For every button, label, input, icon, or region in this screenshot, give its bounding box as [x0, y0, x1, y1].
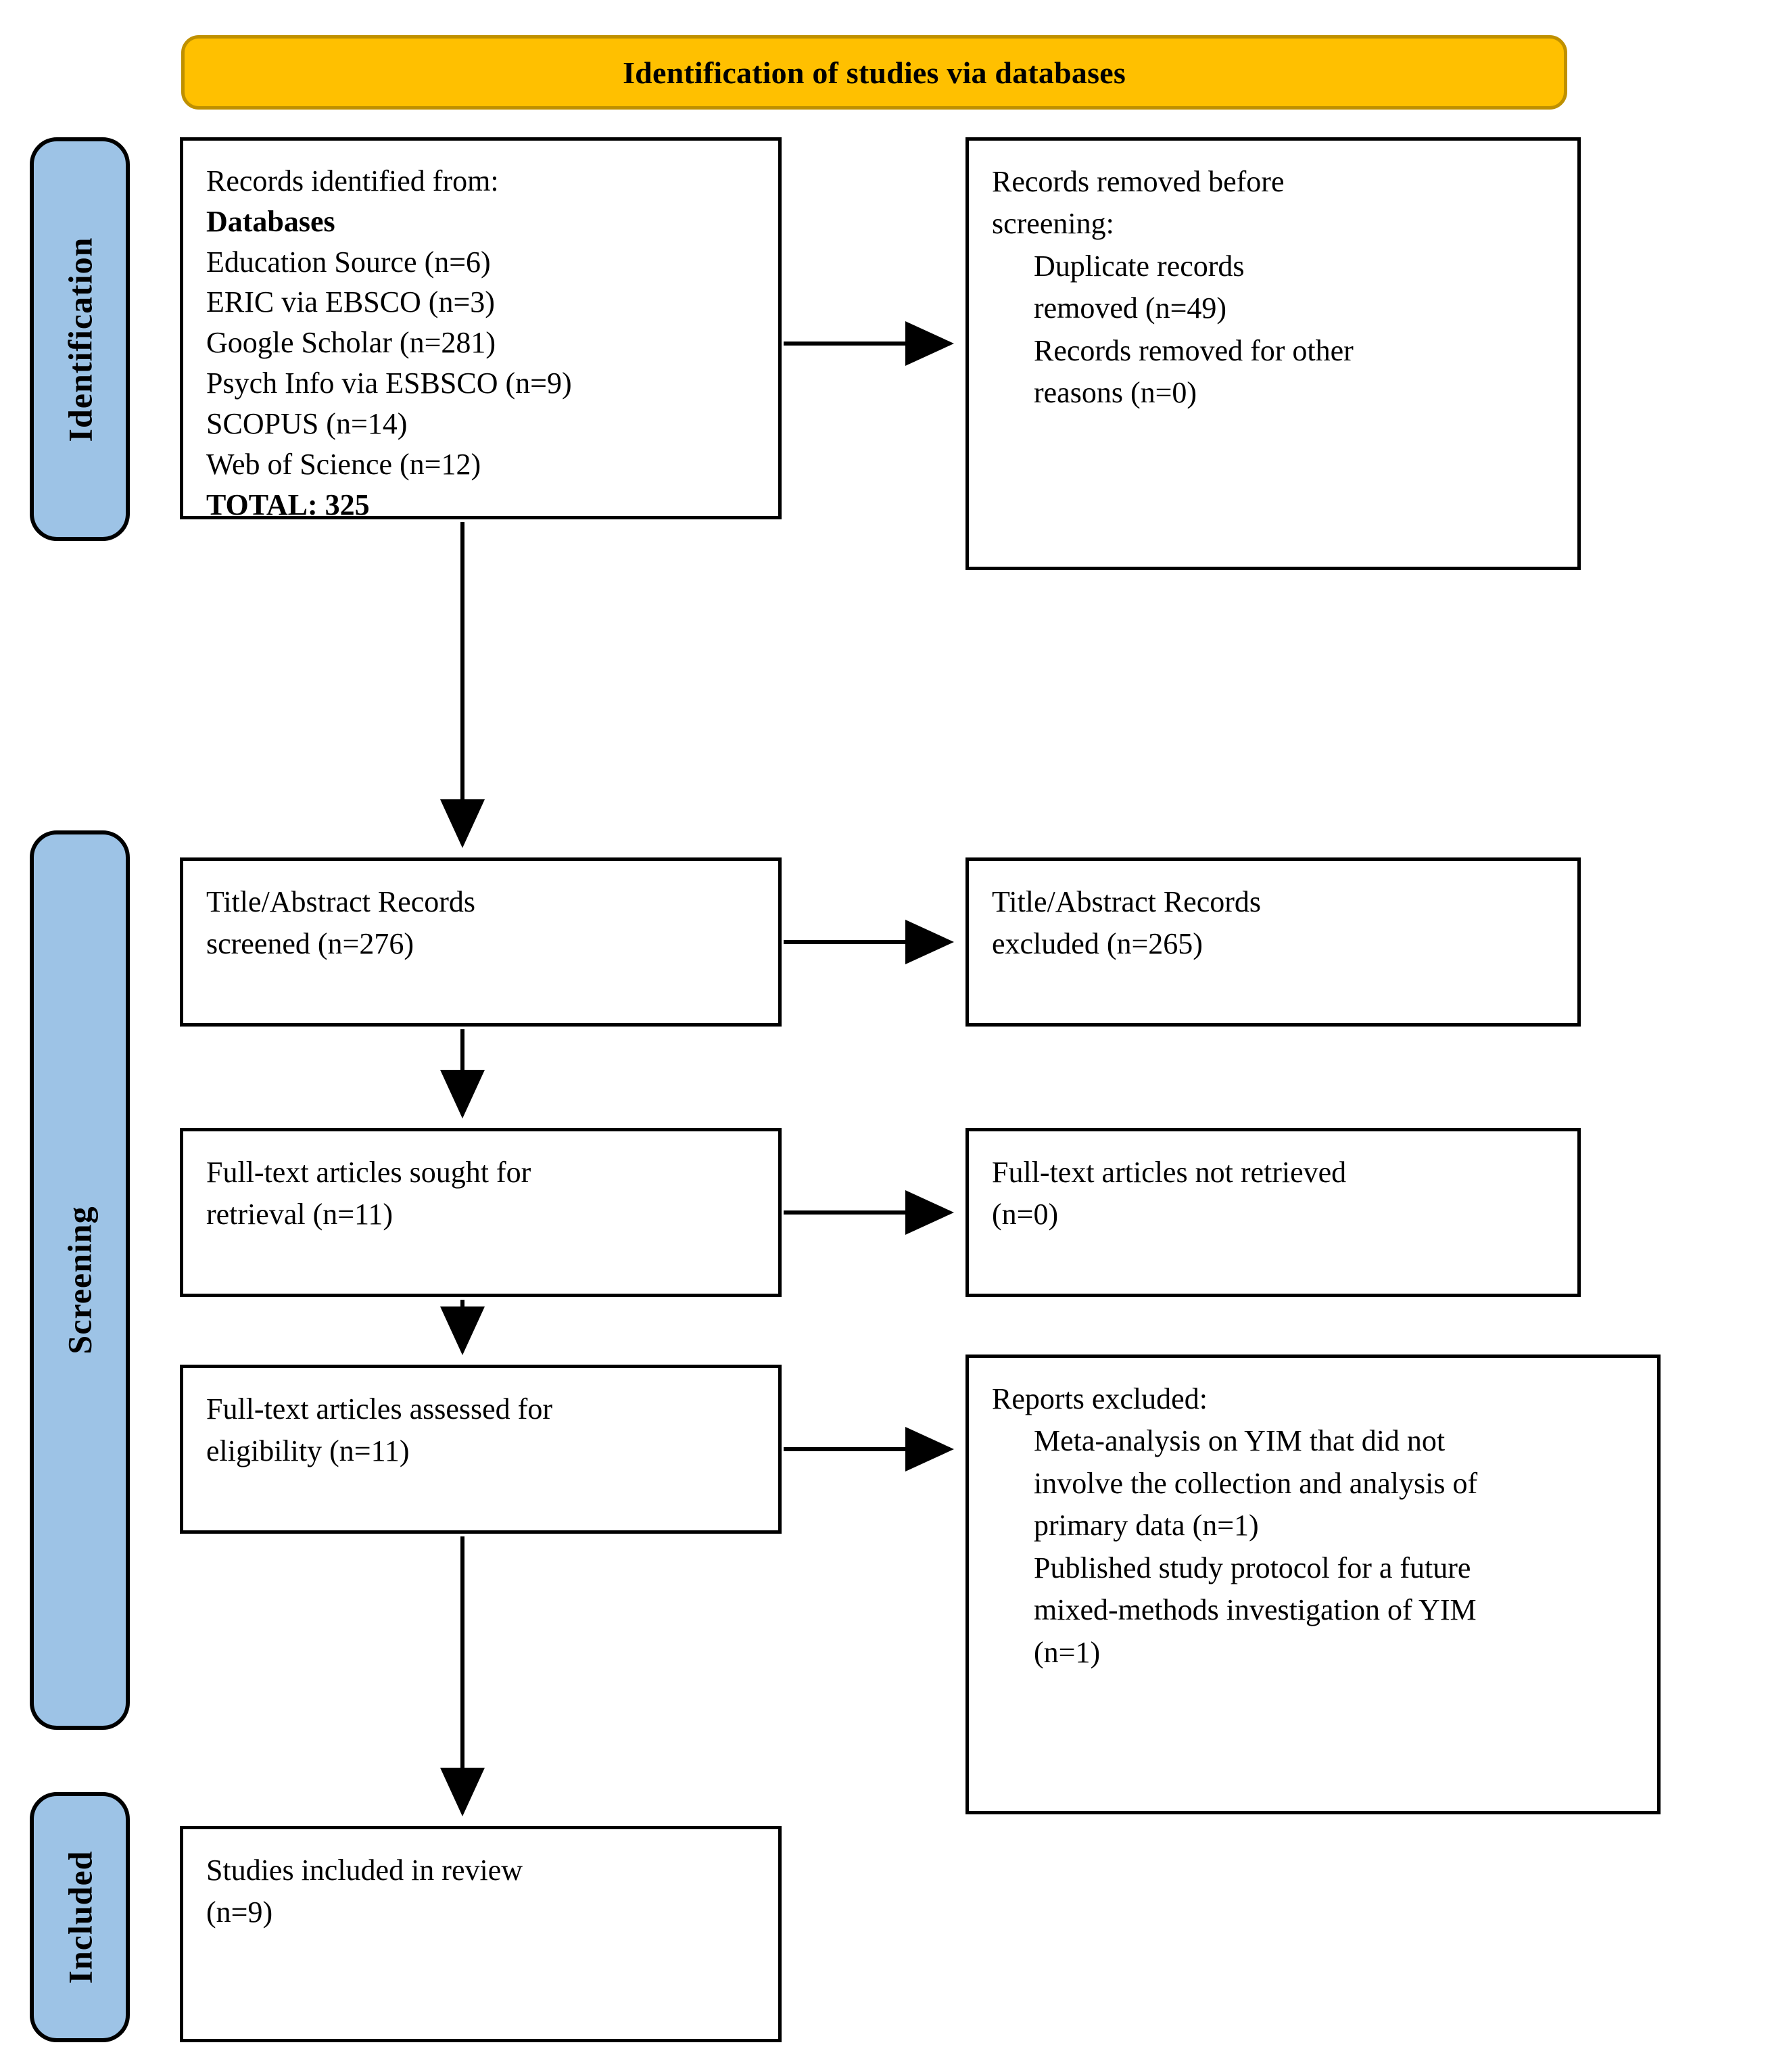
reports-excluded-item2-line3: (n=1) [1034, 1635, 1101, 1669]
records-identified-education-source: Education Source (n=6) [206, 245, 491, 279]
studies-included-line2: (n=9) [206, 1896, 273, 1929]
title-abstract-excluded-line1: Title/Abstract Records [992, 885, 1261, 918]
records-identified-scopus: SCOPUS (n=14) [206, 406, 408, 440]
box-fulltext-not-retrieved: Full-text articles not retrieved (n=0) [965, 1128, 1581, 1297]
records-removed-duplicates-line1: Duplicate records [1034, 249, 1245, 283]
box-title-abstract-screened: Title/Abstract Records screened (n=276) [180, 857, 782, 1027]
fulltext-not-retrieved-line2: (n=0) [992, 1198, 1059, 1231]
records-identified-total: TOTAL: 325 [206, 488, 370, 521]
box-reports-excluded: Reports excluded: Meta-analysis on YIM t… [965, 1355, 1661, 1814]
studies-included-line1: Studies included in review [206, 1854, 523, 1887]
title-abstract-screened-line2: screened (n=276) [206, 927, 414, 961]
banner-title: Identification of studies via databases [623, 55, 1126, 90]
reports-excluded-item2-line2: mixed-methods investigation of YIM [1034, 1593, 1477, 1627]
records-removed-heading-emph-before: before [1208, 165, 1285, 198]
title-abstract-screened-line1: Title/Abstract Records [206, 885, 475, 918]
diagram-header-banner: Identification of studies via databases [181, 35, 1567, 110]
stage-label-identification: Identification [30, 137, 130, 541]
records-identified-google-scholar: Google Scholar (n=281) [206, 326, 496, 360]
fulltext-sought-line1: Full-text articles sought for [206, 1156, 531, 1189]
reports-excluded-item1-line3: primary data (n=1) [1034, 1509, 1259, 1543]
records-removed-heading-line2: screening: [992, 203, 1554, 245]
records-removed-other-line1: Records removed for other [1034, 333, 1354, 367]
records-identified-heading: Records identified from: [206, 164, 499, 197]
reports-excluded-item2-line1: Published study protocol for a future [1034, 1551, 1471, 1584]
records-removed-heading-line1: Records removed before [992, 161, 1554, 203]
records-removed-other-line2: reasons (n=0) [1034, 376, 1197, 410]
fulltext-sought-line2: retrieval (n=11) [206, 1198, 393, 1231]
fulltext-assessed-line1: Full-text articles assessed for [206, 1392, 552, 1426]
fulltext-not-retrieved-line1: Full-text articles not retrieved [992, 1156, 1347, 1189]
reports-excluded-item1-line2: involve the collection and analysis of [1034, 1466, 1478, 1500]
box-fulltext-sought: Full-text articles sought for retrieval … [180, 1128, 782, 1297]
records-removed-heading-colon: : [1105, 207, 1114, 241]
reports-excluded-item1-line1: Meta-analysis on YIM that did not [1034, 1424, 1446, 1458]
stage-label-included: Included [30, 1792, 130, 2042]
box-fulltext-assessed: Full-text articles assessed for eligibil… [180, 1365, 782, 1534]
box-records-identified: Records identified from: Databases Educa… [180, 137, 782, 521]
stage-label-screening: Screening [30, 830, 130, 1730]
box-records-removed-before-screening: Records removed before screening: Duplic… [965, 137, 1581, 570]
records-identified-web-of-science: Web of Science (n=12) [206, 447, 481, 481]
records-removed-duplicates-line2: removed (n=49) [1034, 291, 1227, 325]
records-identified-databases-label: Databases [206, 204, 335, 238]
records-identified-eric: ERIC via EBSCO (n=3) [206, 285, 495, 319]
records-removed-heading-emph-screening: screening [992, 207, 1106, 241]
records-identified-psych-info: Psych Info via ESBSCO (n=9) [206, 367, 572, 400]
fulltext-assessed-line2: eligibility (n=11) [206, 1434, 410, 1468]
records-removed-heading-text: Records removed [992, 165, 1209, 198]
reports-excluded-heading: Reports excluded: [992, 1382, 1208, 1415]
title-abstract-excluded-line2: excluded (n=265) [992, 927, 1203, 961]
box-studies-included: Studies included in review (n=9) [180, 1826, 782, 2042]
box-title-abstract-excluded: Title/Abstract Records excluded (n=265) [965, 857, 1581, 1027]
